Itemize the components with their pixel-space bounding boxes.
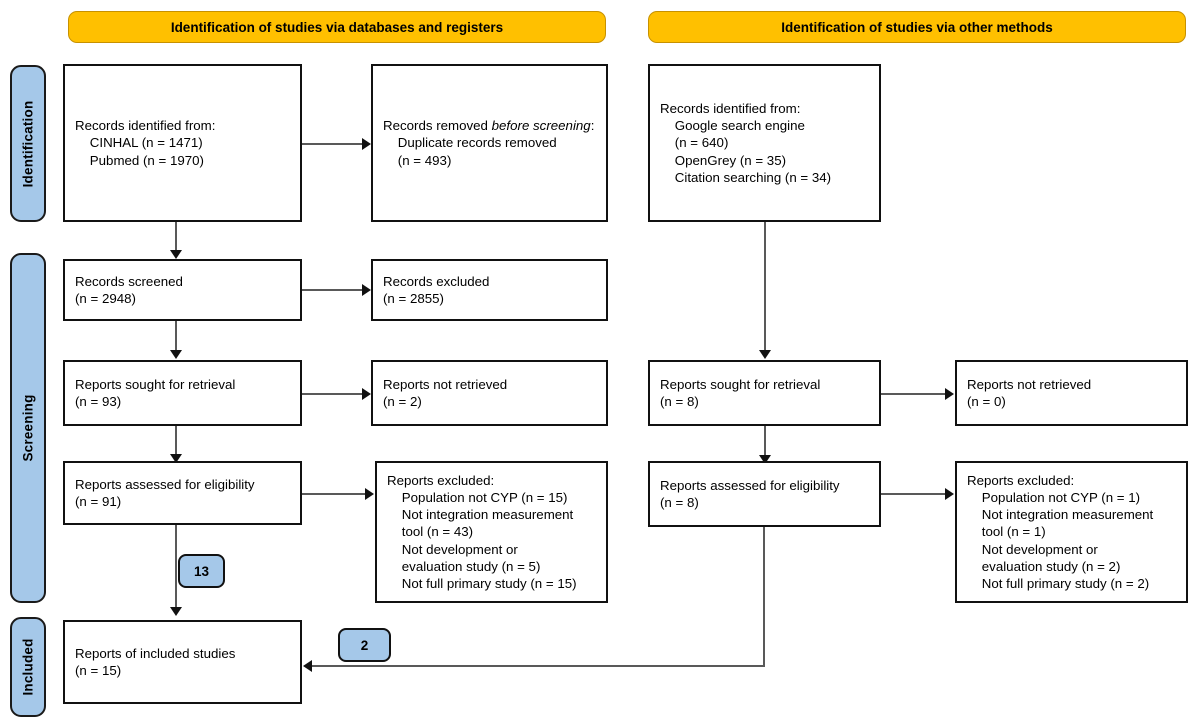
box-reports-sought-other-text: Reports sought for retrieval (n = 8) [660, 376, 821, 409]
badge-count-from-databases: 13 [178, 554, 225, 588]
connector-assessed-to-excluded-db [302, 493, 366, 495]
connector-sought-to-assessed-db [175, 426, 177, 458]
arrow-screened-to-excluded [362, 284, 371, 296]
box-reports-not-retrieved-databases: Reports not retrieved (n = 2) [371, 360, 608, 426]
box-records-removed-text: Records removed before screening: Duplic… [383, 117, 594, 169]
arrow-sought-to-not-retrieved-other [945, 388, 954, 400]
records-removed-line2: : Duplicate records removed (n = 493) [397, 118, 595, 168]
connector-identified-to-screened [175, 222, 177, 254]
stage-label-identification: Identification [20, 100, 36, 187]
connector-assessed-other-to-included-horizontal [312, 665, 765, 667]
box-reports-not-retrieved-other: Reports not retrieved (n = 0) [955, 360, 1188, 426]
arrow-assessed-to-excluded-db [365, 488, 374, 500]
box-reports-sought-other: Reports sought for retrieval (n = 8) [648, 360, 881, 426]
box-reports-of-included-studies: Reports of included studies (n = 15) [63, 620, 302, 704]
box-reports-excluded-databases: Reports excluded: Population not CYP (n … [375, 461, 608, 603]
box-reports-assessed-databases-text: Reports assessed for eligibility (n = 91… [75, 476, 255, 509]
connector-sought-other-to-assessed-other [764, 426, 766, 459]
box-records-removed-before-screening: Records removed before screening: Duplic… [371, 64, 608, 222]
box-records-excluded-text: Records excluded (n = 2855) [383, 273, 490, 306]
stage-bar-identification: Identification [10, 65, 46, 222]
box-reports-assessed-other-text: Reports assessed for eligibility (n = 8) [660, 477, 840, 510]
box-records-identified-databases: Records identified from: CINHAL (n = 147… [63, 64, 302, 222]
box-reports-assessed-other: Reports assessed for eligibility (n = 8) [648, 461, 881, 527]
badge-count-from-other-methods: 2 [338, 628, 391, 662]
arrow-assessed-to-included-db [170, 607, 182, 616]
connector-assessed-to-included-db [175, 525, 177, 610]
connector-sought-to-not-retrieved-other [881, 393, 946, 395]
records-removed-line1: Records removed [383, 118, 492, 134]
box-reports-excluded-other: Reports excluded: Population not CYP (n … [955, 461, 1188, 603]
box-records-excluded: Records excluded (n = 2855) [371, 259, 608, 321]
box-reports-excluded-databases-text: Reports excluded: Population not CYP (n … [387, 472, 577, 592]
box-records-screened-text: Records screened (n = 2948) [75, 273, 183, 306]
box-reports-sought-databases: Reports sought for retrieval (n = 93) [63, 360, 302, 426]
arrow-assessed-to-excluded-other [945, 488, 954, 500]
box-reports-excluded-other-text: Reports excluded: Population not CYP (n … [967, 472, 1154, 592]
arrow-screened-to-sought [170, 350, 182, 359]
box-records-identified-databases-text: Records identified from: CINHAL (n = 147… [75, 118, 216, 168]
box-reports-not-retrieved-databases-text: Reports not retrieved (n = 2) [383, 376, 508, 409]
records-removed-italic: before screening [491, 118, 591, 134]
box-reports-sought-databases-text: Reports sought for retrieval (n = 93) [75, 376, 236, 409]
connector-sought-to-not-retrieved-db [302, 393, 363, 395]
connector-identified-to-removed [302, 143, 363, 145]
arrow-sought-to-not-retrieved-db [362, 388, 371, 400]
connector-screened-to-excluded [302, 289, 363, 291]
connector-screened-to-sought [175, 321, 177, 354]
section-header-databases: Identification of studies via databases … [68, 11, 606, 43]
arrow-other-to-included [303, 660, 312, 672]
stage-label-included: Included [20, 638, 36, 696]
badge-count-from-other-methods-value: 2 [360, 637, 369, 653]
box-records-screened: Records screened (n = 2948) [63, 259, 302, 321]
arrow-identified-other-to-sought-other [759, 350, 771, 359]
stage-label-screening: Screening [20, 394, 36, 462]
section-header-other-methods-label: Identification of studies via other meth… [781, 19, 1053, 35]
arrow-sought-to-assessed-db [170, 454, 182, 463]
box-reports-not-retrieved-other-text: Reports not retrieved (n = 0) [967, 376, 1092, 409]
section-header-other-methods: Identification of studies via other meth… [648, 11, 1186, 43]
box-reports-of-included-studies-text: Reports of included studies (n = 15) [75, 645, 236, 678]
arrow-sought-other-to-assessed-other [759, 455, 771, 464]
stage-bar-screening: Screening [10, 253, 46, 603]
connector-assessed-other-to-included-vertical [763, 527, 765, 666]
box-reports-assessed-databases: Reports assessed for eligibility (n = 91… [63, 461, 302, 525]
arrow-identified-to-screened [170, 250, 182, 259]
arrow-identified-to-removed [362, 138, 371, 150]
box-records-identified-other-text: Records identified from: Google search e… [660, 100, 832, 185]
box-records-identified-other-methods: Records identified from: Google search e… [648, 64, 881, 222]
connector-assessed-to-excluded-other [881, 493, 946, 495]
connector-identified-other-to-sought-other [764, 222, 766, 352]
section-header-databases-label: Identification of studies via databases … [170, 19, 504, 35]
stage-bar-included: Included [10, 617, 46, 717]
badge-count-from-databases-value: 13 [193, 563, 210, 579]
